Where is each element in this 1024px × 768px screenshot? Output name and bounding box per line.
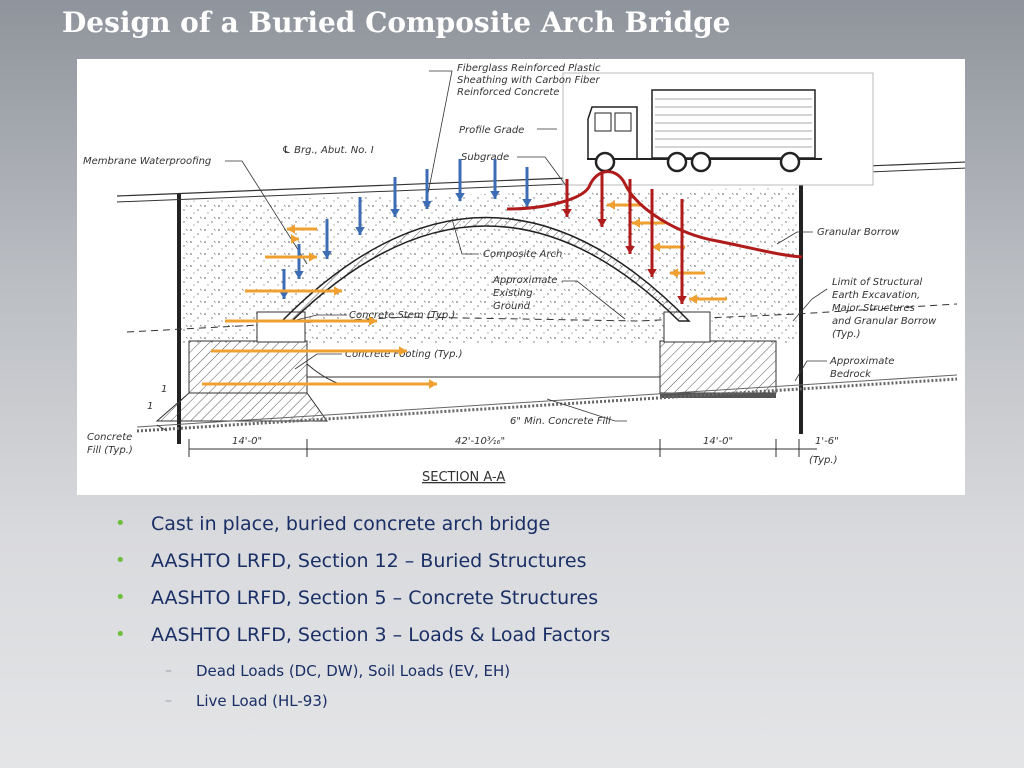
label-existing-ground-1: Approximate: [492, 275, 557, 286]
bullet-item: AASHTO LRFD, Section 5 – Concrete Struct…: [115, 584, 610, 621]
vertical-load-arrow: [522, 167, 532, 207]
label-limit-2: Earth Excavation,: [832, 290, 920, 301]
vertical-load-arrow: [455, 159, 465, 201]
lateral-pressure-arrow: [607, 200, 643, 210]
dim-span: 42'-10³⁄₁₆": [455, 436, 505, 447]
label-brg-abut: ℄ Brg., Abut. No. I: [282, 145, 374, 156]
composite-arch: [280, 216, 691, 322]
label-profile-grade: Profile Grade: [459, 125, 524, 136]
label-sheathing-1: Fiberglass Reinforced Plastic: [457, 63, 601, 74]
lateral-pressure-arrow: [670, 268, 705, 278]
lateral-pressure-arrow: [652, 242, 685, 252]
label-membrane: Membrane Waterproofing: [83, 156, 211, 167]
vertical-load-arrow: [322, 219, 332, 259]
label-existing-ground-2: Existing: [493, 288, 533, 299]
label-subgrade: Subgrade: [461, 152, 509, 163]
lateral-pressure-arrow: [291, 234, 299, 244]
live-load-arrow: [647, 189, 657, 277]
label-concrete-stem: Concrete Stem (Typ.): [349, 310, 455, 321]
label-sheathing-3: Reinforced Concrete: [457, 87, 559, 98]
live-load-arrow: [597, 174, 607, 227]
lateral-pressure-arrow: [265, 252, 317, 262]
live-load-distribution-curve: [506, 170, 803, 259]
left-stem: [256, 311, 306, 343]
section-title: SECTION A-A: [422, 470, 505, 485]
label-limit-4: and Granular Borrow: [832, 316, 937, 327]
slide-title: Design of a Buried Composite Arch Bridge: [62, 6, 731, 39]
lateral-pressure-arrow: [632, 218, 665, 228]
vertical-load-arrow: [422, 169, 432, 209]
lateral-pressure-arrow: [287, 224, 317, 234]
sub-bullet-item: Dead Loads (DC, DW), Soil Loads (EV, EH): [115, 658, 610, 688]
label-slope-1: 1: [161, 384, 167, 395]
vertical-load-arrow: [390, 177, 400, 217]
bridge-section-drawing: 14'-0" 42'-10³⁄₁₆" 14'-0" 1'-6" (Typ.) S…: [77, 59, 965, 495]
vertical-load-arrow: [355, 197, 365, 235]
dim-left: 14'-0": [232, 436, 262, 447]
bullet-item: AASHTO LRFD, Section 3 – Loads & Load Fa…: [115, 621, 610, 658]
label-concrete-fill-1: Concrete: [87, 432, 132, 443]
bullet-item: AASHTO LRFD, Section 12 – Buried Structu…: [115, 547, 610, 584]
lateral-pressure-arrow: [202, 379, 437, 389]
backfill-zone: [177, 187, 802, 344]
label-concrete-footing: Concrete Footing (Typ.): [345, 349, 463, 360]
load-arrows: [202, 159, 803, 389]
right-stem: [663, 311, 711, 343]
lateral-pressure-arrow: [689, 294, 727, 304]
label-slope-2: 1: [147, 401, 153, 412]
live-load-arrow: [562, 179, 572, 217]
sub-bullet-item: Live Load (HL-93): [115, 688, 610, 718]
label-existing-ground-3: Ground: [493, 301, 531, 312]
label-composite-arch: Composite Arch: [483, 249, 562, 260]
dim-edge-typ: (Typ.): [809, 455, 838, 466]
label-concrete-fill-2: Fill (Typ.): [87, 445, 133, 456]
vertical-load-arrow: [294, 244, 304, 279]
truck-image: [562, 72, 874, 186]
dim-right: 14'-0": [703, 436, 733, 447]
lateral-pressure-arrow: [211, 346, 407, 356]
right-footing: [659, 340, 777, 394]
vertical-load-arrow: [490, 159, 500, 199]
bullet-list: Cast in place, buried concrete arch brid…: [115, 510, 610, 718]
bullet-item: Cast in place, buried concrete arch brid…: [115, 510, 610, 547]
label-bedrock-1: Approximate: [829, 356, 894, 367]
dim-edge: 1'-6": [815, 436, 839, 447]
label-limit-1: Limit of Structural: [832, 277, 923, 288]
label-sheathing-2: Sheathing with Carbon Fiber: [457, 75, 600, 86]
label-min-fill: 6" Min. Concrete Fill: [510, 416, 611, 427]
label-bedrock-2: Bedrock: [830, 369, 872, 380]
lateral-pressure-arrow: [225, 316, 377, 326]
lateral-pressure-arrow: [245, 286, 342, 296]
label-granular-borrow: Granular Borrow: [817, 227, 900, 238]
label-limit-3: Major Structures: [832, 303, 915, 314]
label-limit-5: (Typ.): [832, 329, 861, 340]
vertical-load-arrow: [279, 269, 289, 299]
live-load-arrow: [677, 199, 687, 304]
